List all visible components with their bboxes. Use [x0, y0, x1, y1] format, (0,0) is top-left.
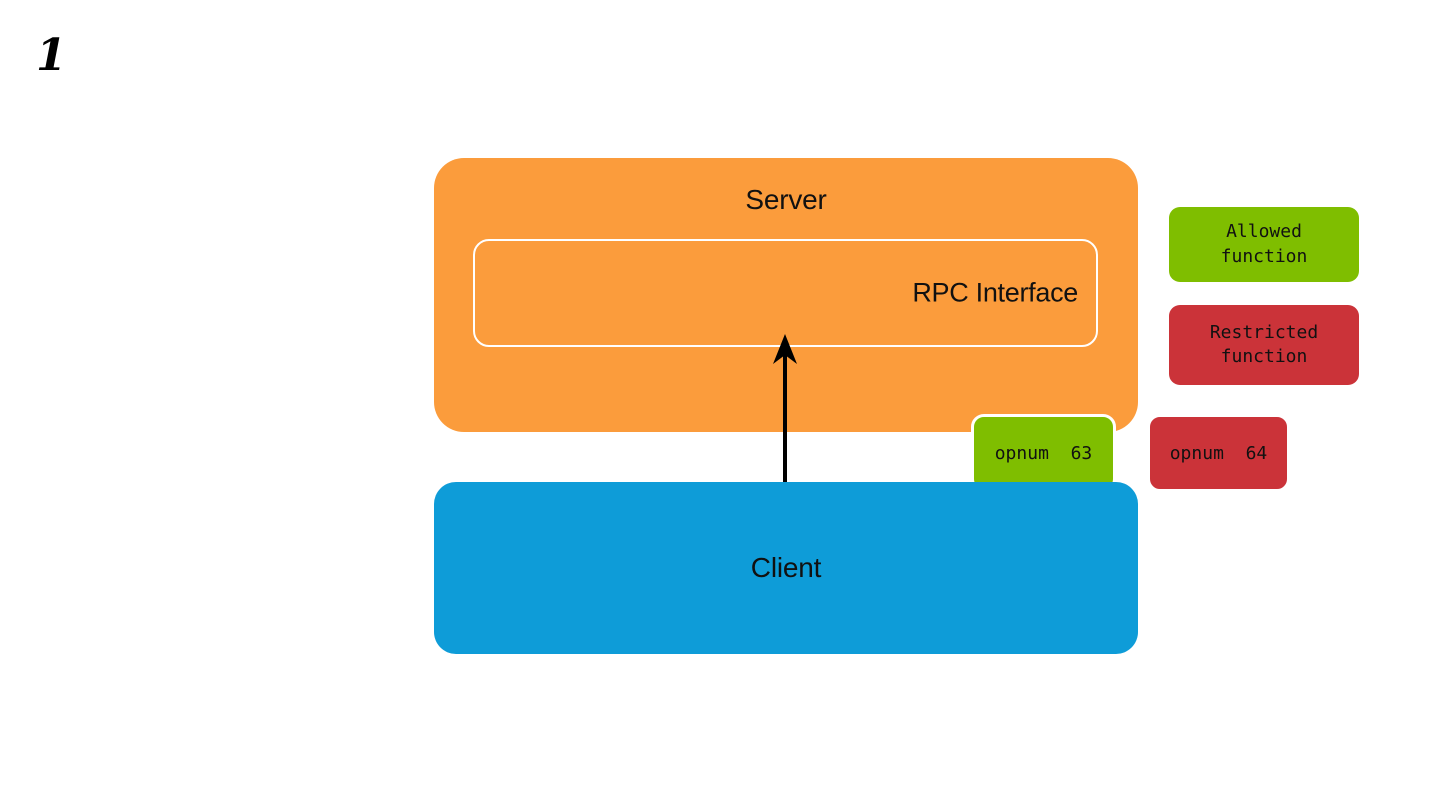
- client-container: Client: [434, 482, 1138, 654]
- client-title: Client: [750, 552, 822, 583]
- opnum-64-label: opnum 64: [1169, 442, 1268, 464]
- server-title: Server: [745, 184, 827, 215]
- legend-item-restricted: Restricted function: [1169, 305, 1359, 385]
- opnum-63-label: opnum 63: [994, 442, 1093, 464]
- rpc-interface-label: RPC Interface: [912, 277, 1078, 308]
- slide-number: 1: [36, 30, 67, 81]
- legend-restricted-label: Restricted function: [1209, 321, 1319, 367]
- legend-allowed-label: Allowed function: [1220, 221, 1308, 267]
- rpc-interface-panel: RPC Interface: [473, 239, 1098, 347]
- legend-item-allowed: Allowed function: [1169, 207, 1359, 282]
- opnum-63-box[interactable]: opnum 63: [971, 414, 1116, 492]
- opnum-64-box[interactable]: opnum 64: [1147, 414, 1290, 492]
- server-container: Server RPC Interface opnum 63 opnum 64: [434, 158, 1290, 492]
- legend: Allowed function Restricted function: [1169, 207, 1359, 385]
